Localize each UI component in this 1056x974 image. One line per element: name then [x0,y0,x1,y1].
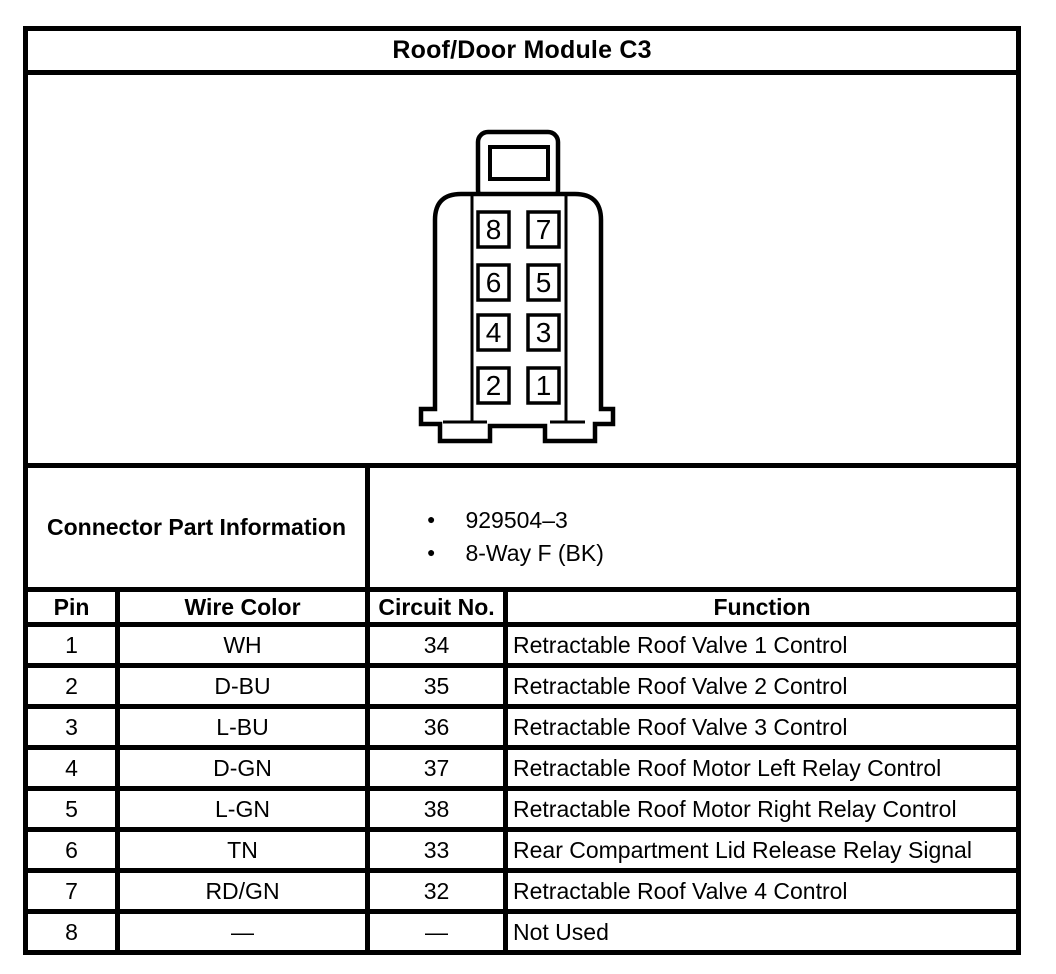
pin-cell: 3 [23,704,120,750]
table-row: 7 RD/GN 32 Retractable Roof Valve 4 Cont… [23,868,1022,914]
pin-number: 5 [536,267,552,298]
title-row: Roof/Door Module C3 [22,26,1022,75]
pin-number: 4 [486,317,502,348]
circuit-no-cell: 37 [365,745,508,791]
part-info-items: ● 929504–3 ● 8-Way F (BK) [364,463,1022,592]
part-info-row: Connector Part Information ● 929504–3 ● … [23,463,1022,592]
latch-tab-window [488,145,550,181]
connector-diagram-cell: 8 7 6 5 4 3 2 1 [22,70,1022,468]
diagram-row: 8 7 6 5 4 3 2 1 [22,70,1022,468]
table-row: 5 L-GN 38 Retractable Roof Motor Right R… [23,786,1022,832]
column-header-circuit-no: Circuit No. [365,587,508,627]
column-header-wire-color: Wire Color [115,587,370,627]
function-cell: Retractable Roof Motor Right Relay Contr… [502,786,1022,832]
pin-cell: 6 [23,827,120,873]
function-cell: Retractable Roof Motor Left Relay Contro… [502,745,1022,791]
wire-color-cell: RD/GN [115,868,370,914]
pin-cell: 7 [23,868,120,914]
table-row: 2 D-BU 35 Retractable Roof Valve 2 Contr… [23,663,1022,709]
pin-cavity-8 [476,210,511,249]
page-title: Roof/Door Module C3 [22,26,1022,75]
column-header-function: Function [502,587,1022,627]
pin-number: 3 [536,317,552,348]
table-row: 3 L-BU 36 Retractable Roof Valve 3 Contr… [23,704,1022,750]
part-number: 929504–3 [465,506,568,533]
connector-body-outline [418,191,616,444]
function-cell: Not Used [502,909,1022,955]
connector-diagram: 8 7 6 5 4 3 2 1 [418,129,616,444]
circuit-no-cell: 33 [365,827,508,873]
pin-cavity-6 [476,263,511,302]
wire-color-cell: D-BU [115,663,370,709]
pin-cell: 2 [23,663,120,709]
circuit-no-cell: 36 [365,704,508,750]
part-info-label: Connector Part Information [23,463,370,592]
connector-type: 8-Way F (BK) [465,539,604,566]
wire-color-cell: WH [115,622,370,668]
wire-color-cell: D-GN [115,745,370,791]
function-cell: Rear Compartment Lid Release Relay Signa… [502,827,1022,873]
pin-cavity-5 [526,263,561,302]
circuit-no-cell: 38 [365,786,508,832]
pin-cavity-2 [476,366,511,405]
pin-cell: 8 [23,909,120,955]
table-row: 1 WH 34 Retractable Roof Valve 1 Control [23,622,1022,668]
function-cell: Retractable Roof Valve 1 Control [502,622,1022,668]
bullet-icon: ● [427,544,436,560]
wire-color-cell: — [115,909,370,955]
circuit-no-cell: 35 [365,663,508,709]
table-row: 8 — — Not Used [23,909,1022,955]
circuit-no-cell: 34 [365,622,508,668]
part-info-item: ● 8-Way F (BK) [373,537,1014,570]
function-cell: Retractable Roof Valve 3 Control [502,704,1022,750]
pin-cell: 4 [23,745,120,791]
pin-number: 6 [486,267,502,298]
connector-sheet: Roof/Door Module C3 [22,26,1022,955]
pin-cavity-1 [526,366,561,405]
pin-cavity-7 [526,210,561,249]
column-header-pin: Pin [23,587,120,627]
wire-color-cell: L-GN [115,786,370,832]
pin-number: 2 [486,370,502,401]
pin-number: 1 [536,370,552,401]
table-row: 6 TN 33 Rear Compartment Lid Release Rel… [23,827,1022,873]
function-cell: Retractable Roof Valve 4 Control [502,868,1022,914]
circuit-no-cell: — [365,909,508,955]
pin-cavity-3 [526,313,561,352]
pin-cell: 1 [23,622,120,668]
pin-cavity-4 [476,313,511,352]
circuit-no-cell: 32 [365,868,508,914]
part-info-item: ● 929504–3 [373,504,1014,537]
pin-cell: 5 [23,786,120,832]
bullet-icon: ● [427,511,436,527]
function-cell: Retractable Roof Valve 2 Control [502,663,1022,709]
table-header-row: Pin Wire Color Circuit No. Function [23,587,1022,627]
pin-number: 7 [536,214,552,245]
wire-color-cell: TN [115,827,370,873]
table-row: 4 D-GN 37 Retractable Roof Motor Left Re… [23,745,1022,791]
pin-number: 8 [486,214,502,245]
wire-color-cell: L-BU [115,704,370,750]
